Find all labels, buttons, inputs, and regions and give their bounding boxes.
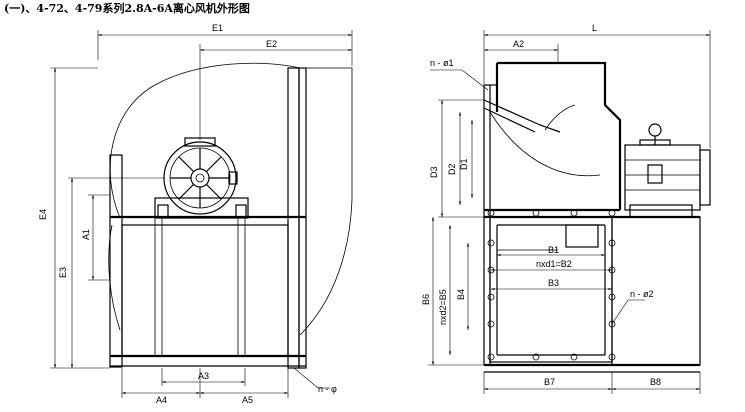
label-A5: A5 — [242, 395, 253, 405]
label-B3: B3 — [548, 278, 559, 288]
label-A1: A1 — [81, 229, 91, 240]
label-D3: D3 — [429, 166, 439, 178]
label-A4: A4 — [156, 395, 167, 405]
label-E1: E1 — [212, 23, 223, 33]
motor-ribs — [170, 148, 230, 208]
label-E3: E3 — [58, 267, 68, 278]
front-view: E1 E2 E4 E3 A1 A3 A4 A5 n - φ — [38, 23, 353, 405]
label-A3: A3 — [198, 371, 209, 381]
drawing-title: (一)、4-72、4-79系列2.8A-6A离心风机外形图 — [4, 2, 250, 15]
label-nxd2-B5: nxd2=B5 — [438, 289, 448, 325]
label-nxd1-B2: nxd1=B2 — [536, 259, 572, 269]
label-E2: E2 — [266, 39, 277, 49]
label-B8: B8 — [650, 377, 661, 387]
side-frame — [489, 216, 613, 363]
label-n-phi: n - φ — [318, 384, 337, 394]
volute-casing — [109, 62, 353, 336]
outlet-casing — [497, 61, 622, 210]
label-B1: B1 — [548, 245, 559, 255]
label-A2: A2 — [513, 39, 524, 49]
label-D2: D2 — [447, 163, 457, 175]
label-B4: B4 — [456, 289, 466, 300]
label-D1: D1 — [459, 158, 469, 170]
label-B7: B7 — [544, 377, 555, 387]
label-n-phi2: n - ø2 — [630, 289, 654, 299]
left-post — [109, 154, 123, 368]
label-n-phi1: n - ø1 — [430, 58, 454, 68]
side-view: L A2 n - ø1 D3 D2 D1 B1 nxd1=B2 B3 B6 nx… — [421, 23, 711, 394]
label-B6: B6 — [421, 294, 431, 305]
label-E4: E4 — [38, 209, 48, 220]
front-frame — [121, 224, 289, 357]
label-L: L — [592, 23, 597, 33]
